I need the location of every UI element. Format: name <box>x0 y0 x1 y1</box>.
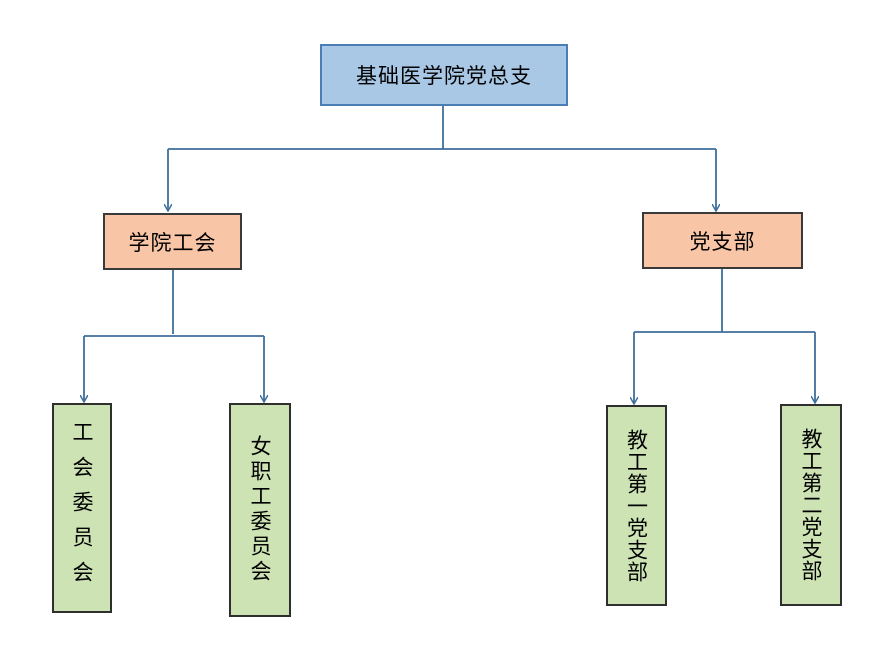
leaf-node-first-branch: 教工第一党支部 <box>606 405 667 606</box>
leaf-label-women-committee: 女职工委员会 <box>248 435 272 585</box>
leaf-node-women-committee: 女职工委员会 <box>229 403 291 617</box>
leaf-label-second-branch: 教工第二党支部 <box>799 428 823 582</box>
connector-union-to-leaves <box>84 270 264 337</box>
branch-label-party: 党支部 <box>689 229 756 254</box>
leaf-label-first-branch: 教工第一党支部 <box>624 428 649 583</box>
branch-node-union: 学院工会 <box>103 213 242 270</box>
connector-root-to-branches <box>168 106 716 150</box>
leaf-label-union-committee: 工会委员会 <box>70 420 94 596</box>
root-node: 基础医学院党总支 <box>320 44 568 106</box>
root-label: 基础医学院党总支 <box>356 64 532 88</box>
leaf-node-union-committee: 工会委员会 <box>52 403 112 613</box>
branch-label-union: 学院工会 <box>128 230 217 255</box>
branch-node-party: 党支部 <box>642 212 803 269</box>
leaf-node-second-branch: 教工第二党支部 <box>780 404 842 606</box>
connector-party-to-leaves <box>634 269 815 333</box>
